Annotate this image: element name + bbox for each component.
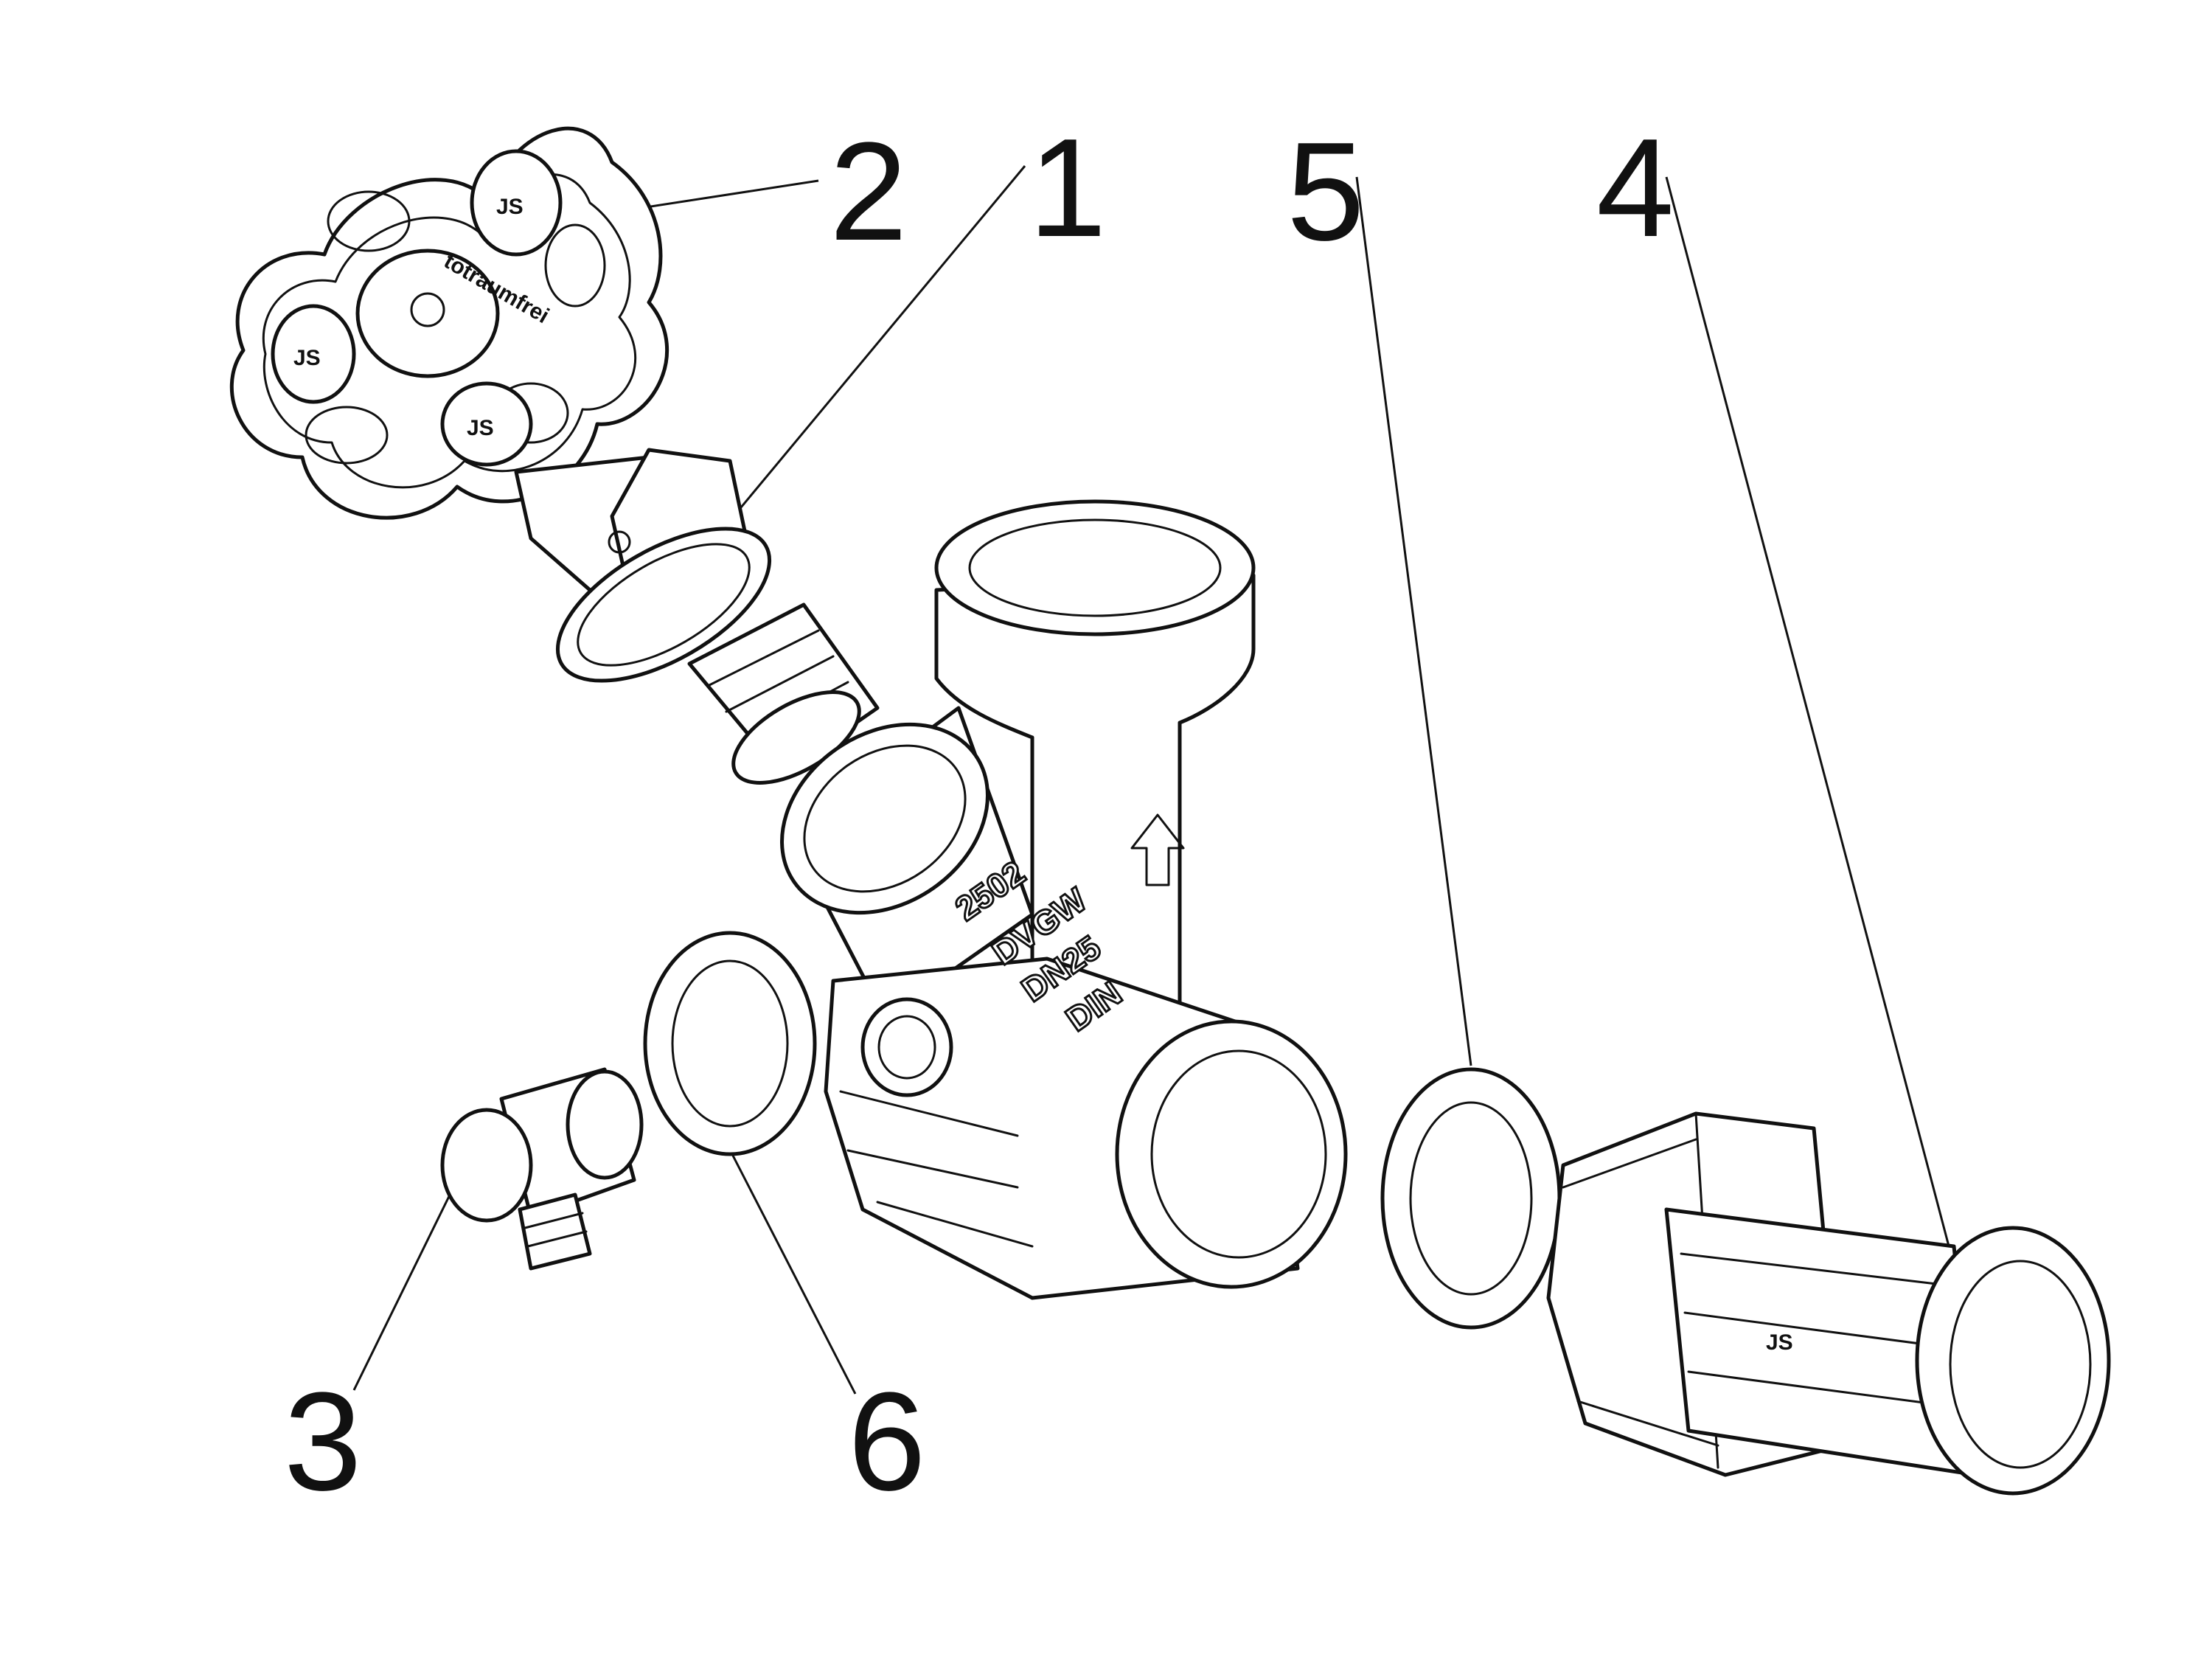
handwheel-inner-rim xyxy=(262,173,636,489)
leader-2 xyxy=(626,179,819,212)
handwheel-logo: JS xyxy=(293,346,321,370)
drain-valve-cap xyxy=(440,1108,533,1223)
side-port xyxy=(1115,1019,1348,1289)
logo-pad xyxy=(470,149,563,257)
callout-5: 5 xyxy=(1287,114,1365,270)
angled-port xyxy=(780,722,990,915)
logo-pad xyxy=(271,304,356,404)
callout-1: 1 xyxy=(1029,110,1107,266)
bonnet-flange xyxy=(555,527,772,683)
handwheel-opening xyxy=(305,406,389,465)
callout-3: 3 xyxy=(284,1364,362,1520)
leader-lines xyxy=(352,165,1959,1395)
leader-1 xyxy=(732,165,1026,517)
drain-boss xyxy=(860,997,953,1097)
body-ribs xyxy=(839,1090,1034,1248)
gasket-6-outer xyxy=(643,931,817,1156)
callout-numbers: 2 1 5 4 3 6 xyxy=(284,110,1674,1520)
leader-6 xyxy=(717,1128,857,1395)
callout-4: 4 xyxy=(1596,110,1674,266)
union-logo: JS xyxy=(1766,1330,1793,1355)
handwheel-opening xyxy=(544,223,606,308)
hub-screw xyxy=(410,292,445,327)
flow-arrow-icon xyxy=(1130,813,1185,886)
valve-bonnet xyxy=(514,448,880,785)
side-port-inner xyxy=(1150,1049,1327,1259)
handwheel-hub xyxy=(355,249,500,378)
callout-6: 6 xyxy=(848,1364,926,1520)
angled-port-inner xyxy=(803,744,967,893)
top-port xyxy=(934,499,1256,636)
drain-valve-nut xyxy=(566,1069,644,1180)
handwheel-opening xyxy=(327,190,411,252)
drain-valve xyxy=(440,1067,644,1271)
handwheel-logo: JS xyxy=(496,195,524,219)
valve-body: 2502 DVGW DN25 DIN xyxy=(780,499,1348,1300)
drain-boss-inner xyxy=(877,1015,936,1080)
union-coupling: JS xyxy=(1546,1111,2111,1496)
valve-disc xyxy=(731,690,861,785)
handwheel-logo: JS xyxy=(467,416,494,440)
tailpiece-end xyxy=(1915,1226,2111,1496)
set-screw xyxy=(608,530,631,554)
bonnet-flange-inner xyxy=(577,543,751,667)
gasket-ring-6 xyxy=(643,931,817,1156)
callout-2: 2 xyxy=(830,114,908,270)
handwheel: JS JS JS totraumfrei xyxy=(229,126,669,520)
hose-nipple-ridges xyxy=(524,1212,588,1248)
hose-nipple xyxy=(518,1192,592,1271)
gasket-5-outer xyxy=(1380,1067,1562,1330)
top-port-inner xyxy=(968,518,1222,617)
leader-5 xyxy=(1355,176,1472,1066)
gasket-ring-5 xyxy=(1380,1067,1562,1330)
leader-3 xyxy=(352,1187,455,1391)
logo-pad xyxy=(440,381,533,467)
tailpiece-end-inner xyxy=(1949,1260,2092,1469)
leader-4 xyxy=(1665,176,1959,1280)
gasket-6-inner xyxy=(671,959,789,1128)
gasket-5-inner xyxy=(1409,1101,1533,1296)
